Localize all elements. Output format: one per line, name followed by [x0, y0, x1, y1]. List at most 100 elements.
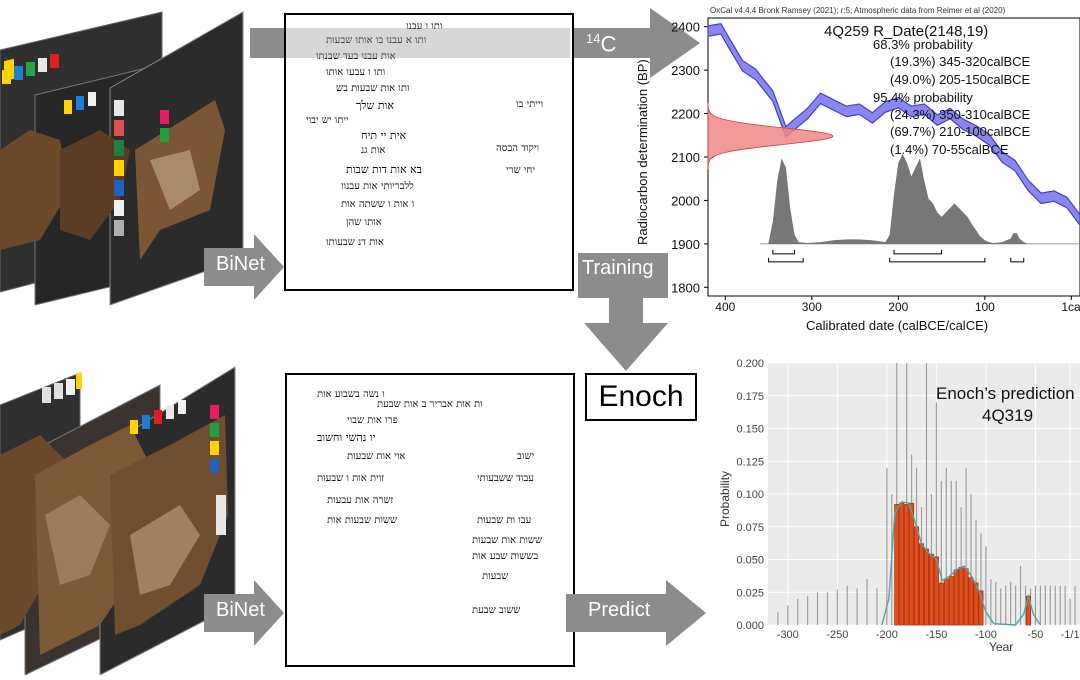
hw-line: יחי שרי [506, 165, 535, 176]
prediction-chart-svg: 0.0000.0250.0500.0750.1000.1250.1500.175… [718, 358, 1080, 654]
oxcal-y-tick-label: 2100 [671, 150, 700, 165]
hw-line: ות אות אבריר ב אות שבעת [377, 399, 483, 410]
binet-arrow-bottom: BiNet [204, 580, 284, 646]
binet-label-top: BiNet [216, 253, 265, 275]
oxcal-posterior-area [768, 153, 1072, 244]
prediction-bar [948, 576, 954, 626]
hw-line: ותו אות שבעות בש [336, 83, 410, 94]
prediction-x-tick-label: -1/1 [1061, 629, 1080, 641]
training-label: Training [582, 257, 654, 279]
hw-line: אות דנ שבעותו [326, 237, 384, 248]
enoch-label: Enoch [598, 380, 684, 413]
binarized-document-top: ותו ו עבנו ותו א עבנו בו אותו שבעות אות … [284, 13, 574, 291]
prediction-background-bar [970, 494, 972, 625]
binet-arrow-bottom-shape [204, 580, 284, 646]
oxcal-y-tick-label: 1800 [671, 280, 700, 295]
prediction-background-bar [945, 467, 947, 625]
prediction-background-bar [985, 546, 987, 625]
prediction-background-bar [1074, 585, 1076, 625]
hw-line: וייתי בו [516, 99, 544, 110]
c14-label: 14C [586, 31, 616, 57]
prediction-background-bar [856, 588, 858, 625]
oxcal-range-68 [772, 249, 796, 255]
oxcal-annotation: 68.3% probability [873, 37, 973, 52]
oxcal-chart-svg: OxCal v4.4.4 Bronk Ramsey (2021); r:5; A… [635, 6, 1080, 333]
prediction-background-bar [836, 589, 838, 625]
oxcal-annotation: (19.3%) 345-320calBCE [890, 54, 1031, 69]
oxcal-annotation: (69.7%) 210-100calBCE [890, 124, 1031, 139]
prediction-bar [909, 502, 915, 626]
color-chart-bottom [42, 373, 226, 535]
oxcal-range-95 [889, 257, 986, 263]
prediction-plot: 0.0000.0250.0500.0750.1000.1250.1500.175… [736, 358, 1080, 641]
prediction-y-tick-label: 0.000 [736, 620, 764, 632]
prediction-x-tick-label: -150 [925, 629, 947, 641]
hw-line: אוי אות שבעות [347, 451, 406, 462]
binarized-document-bottom: ו נשה בשבוע אות ות אות אבריר ב אות שבעת … [285, 373, 575, 667]
binet-label-bottom: BiNet [216, 599, 265, 621]
oxcal-x-tick-label: 200 [888, 300, 908, 314]
prediction-background-bar [940, 480, 942, 625]
oxcal-annotation: 95.4% probability [873, 90, 973, 105]
hw-line: ללבריותי אות עבנוו [341, 181, 414, 192]
prediction-background-bar [960, 507, 962, 625]
oxcal-calibration-band [707, 22, 1080, 227]
oxcal-y-tick-label: 2000 [671, 193, 700, 208]
oxcal-likelihood-curve [707, 102, 834, 170]
oxcal-annotation: (24.3%) 350-310calBCE [890, 107, 1031, 122]
prediction-y-tick-label: 0.150 [736, 424, 764, 436]
hw-line: בששות שבע אות [472, 551, 539, 562]
prediction-background-bar [1019, 566, 1022, 625]
prediction-background-bar [1069, 598, 1071, 625]
prediction-background-bar [886, 467, 888, 625]
oxcal-range-95 [768, 257, 804, 263]
prediction-y-tick-label: 0.050 [736, 555, 764, 567]
prediction-density-curve [881, 501, 1041, 626]
hw-line: ו נשה בשבוע אות [317, 389, 385, 400]
prediction-bar [953, 569, 959, 626]
prediction-title: Enoch’s prediction [936, 384, 1075, 403]
hw-line: אותו שהן [346, 217, 382, 228]
prediction-xlabel: Year [989, 640, 1013, 654]
prediction-subtitle: 4Q319 [982, 406, 1033, 425]
hw-line: ותו א עבנו בו אותו שבעות [326, 35, 427, 46]
prediction-y-tick-label: 0.075 [736, 522, 764, 534]
prediction-background-bar [846, 585, 848, 625]
hw-line: בא אות דות שבות [346, 163, 422, 176]
hw-line: עבוד ששבעותי [477, 473, 534, 484]
prediction-x-tick-label: -200 [876, 629, 898, 641]
prediction-background-bar [1054, 585, 1056, 625]
oxcal-annotation: (1.4%) 70-55calBCE [890, 142, 1009, 157]
prediction-background-bar [980, 533, 982, 625]
hw-line: ישוב [517, 451, 535, 462]
prediction-background-bar [1005, 585, 1007, 625]
hw-line: ייתו יש יבוי [306, 115, 349, 126]
prediction-background-bar [797, 598, 799, 625]
prediction-x-tick-label: -100 [975, 629, 997, 641]
hw-line: יו נהשי וחשוב [317, 431, 376, 444]
prediction-ylabel: Probability [718, 471, 732, 527]
prediction-bar [923, 548, 929, 626]
oxcal-y-tick-label: 1900 [671, 237, 700, 252]
predict-arrow: Predict [566, 580, 706, 646]
prediction-background-bar [975, 520, 977, 625]
c14-arrow-band [286, 28, 570, 58]
hw-line: אית יי תיח [361, 129, 407, 142]
prediction-bar [904, 504, 910, 626]
prediction-x-tick-label: -300 [777, 629, 799, 641]
scan-stack-bottom-image [0, 366, 236, 676]
enoch-model-box: Enoch [585, 373, 697, 421]
prediction-background-bar [935, 402, 937, 625]
prediction-background-bar [906, 363, 908, 625]
binet-arrow-top-shape [204, 234, 284, 300]
prediction-background-bar [1064, 585, 1066, 625]
prediction-bar [968, 577, 974, 626]
oxcal-y-tick-label: 2300 [671, 63, 700, 78]
oxcal-range-68 [893, 249, 943, 255]
prediction-background-bar [990, 579, 992, 625]
prediction-background-bar [1034, 585, 1037, 625]
hw-line: זוית אות ו שבעות [317, 473, 385, 484]
hw-line: פרו אות שבוי [347, 415, 398, 426]
c14-superscript: 14 [586, 31, 601, 46]
